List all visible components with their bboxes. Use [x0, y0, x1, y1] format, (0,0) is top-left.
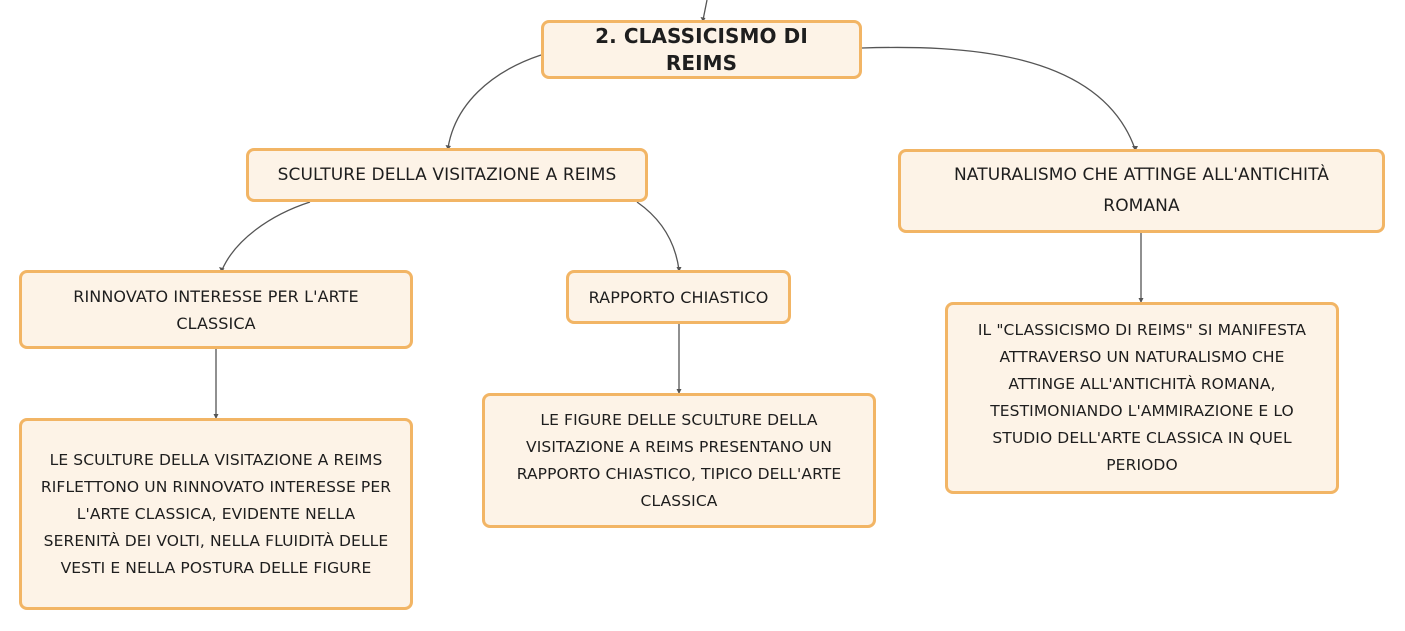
connector-left-sub-b: [636, 201, 680, 271]
arrowhead-parent-root: [700, 17, 706, 22]
node-detail-naturalismo-text: IL "CLASSICISMO DI REIMS" SI MANIFESTA A…: [977, 321, 1307, 474]
node-naturalismo-antichita[interactable]: NATURALISMO CHE ATTINGE ALL'ANTICHITÀ RO…: [898, 149, 1385, 233]
node-detail-chiastico[interactable]: LE FIGURE DELLE SCULTURE DELLA VISITAZIO…: [482, 393, 876, 528]
arrowhead-sub-b-detail: [676, 389, 682, 394]
node-rinnovato-interesse[interactable]: RINNOVATO INTERESSE PER L'ARTE CLASSICA: [19, 270, 413, 349]
arrowhead-left-sub-b: [676, 267, 682, 272]
node-rinnovato-interesse-label: RINNOVATO INTERESSE PER L'ARTE CLASSICA: [73, 286, 359, 333]
node-sculture-visitazione[interactable]: SCULTURE DELLA VISITAZIONE A REIMS: [246, 148, 648, 202]
node-naturalismo-antichita-label: NATURALISMO CHE ATTINGE ALL'ANTICHITÀ RO…: [953, 165, 1329, 216]
node-detail-naturalismo[interactable]: IL "CLASSICISMO DI REIMS" SI MANIFESTA A…: [945, 302, 1339, 494]
connector-root-right: [861, 46, 1136, 150]
node-detail-chiastico-text: LE FIGURE DELLE SCULTURE DELLA VISITAZIO…: [516, 410, 842, 510]
arrowhead-root-right: [1132, 146, 1138, 151]
arrowhead-left-sub-a: [219, 267, 225, 272]
node-rapporto-chiastico[interactable]: RAPPORTO CHIASTICO: [566, 270, 791, 324]
connector-parent-root: [702, 0, 708, 21]
node-sculture-visitazione-label: SCULTURE DELLA VISITAZIONE A REIMS: [277, 164, 617, 185]
arrowhead-sub-a-detail: [213, 414, 219, 419]
root-node-label: 2. CLASSICISMO DI REIMS: [595, 23, 808, 75]
arrowhead-root-left: [445, 145, 451, 150]
node-detail-rinnovato-text: LE SCULTURE DELLA VISITAZIONE A REIMS RI…: [40, 450, 392, 577]
node-detail-rinnovato[interactable]: LE SCULTURE DELLA VISITAZIONE A REIMS RI…: [19, 418, 413, 610]
root-node[interactable]: 2. CLASSICISMO DI REIMS: [541, 20, 862, 79]
connector-root-left: [447, 54, 542, 149]
connector-left-sub-a: [221, 201, 311, 271]
node-rapporto-chiastico-label: RAPPORTO CHIASTICO: [588, 287, 769, 307]
arrowhead-right-detail: [1138, 298, 1144, 303]
